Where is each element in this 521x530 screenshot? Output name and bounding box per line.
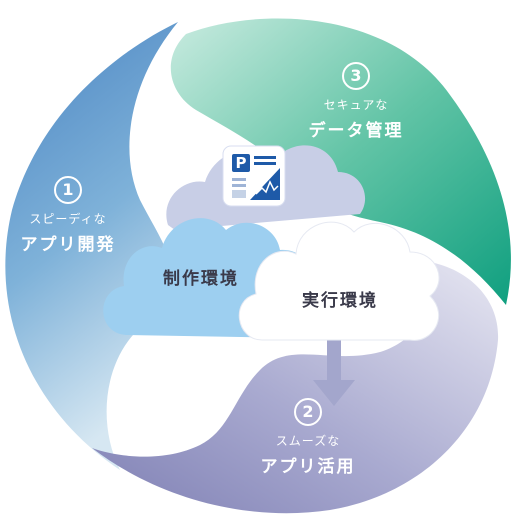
- segment-2-label: 2 スムーズな アプリ活用: [248, 398, 368, 477]
- cloud-dev-label: 制作環境: [163, 269, 239, 289]
- segment-3-subtitle: セキュアな: [323, 98, 389, 112]
- down-arrow: [313, 338, 355, 406]
- segment-3-label: 3 セキュアな データ管理: [296, 62, 416, 141]
- svg-text:P: P: [236, 154, 247, 172]
- step-3-badge: 3: [342, 62, 370, 90]
- segment-2-subtitle: スムーズな: [275, 434, 341, 448]
- segment-1-title: アプリ開発: [20, 235, 116, 255]
- segment-1-subtitle: スピーディな: [29, 212, 107, 226]
- pdf-doc-icon: P: [222, 145, 286, 207]
- step-2-badge: 2: [294, 398, 322, 426]
- segment-2-title: アプリ活用: [260, 457, 356, 477]
- segment-3-title: データ管理: [308, 121, 404, 141]
- segment-3-swirl: [170, 18, 511, 305]
- segment-1-label: 1 スピーディな アプリ開発: [8, 176, 128, 255]
- segment-1-swirl: [5, 22, 179, 470]
- cloud-run: [238, 221, 440, 341]
- cloud-run-label: 実行環境: [302, 291, 378, 311]
- segment-2-swirl: [92, 262, 499, 514]
- step-1-badge: 1: [54, 176, 82, 204]
